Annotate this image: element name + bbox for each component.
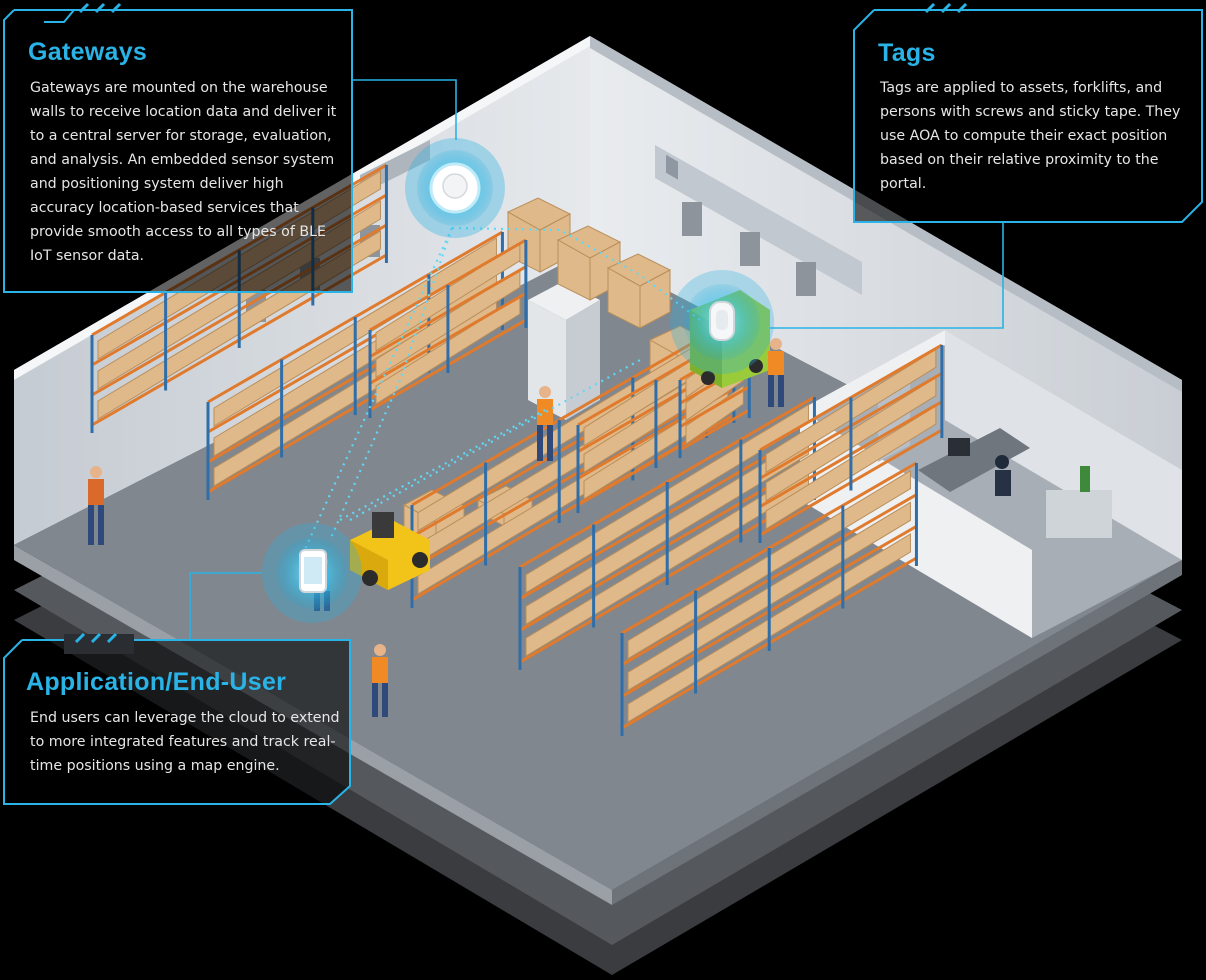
- rack: [518, 395, 816, 670]
- signal-lines: [298, 226, 701, 561]
- tag-device-icon: [670, 270, 774, 374]
- panel-frame: [3, 632, 351, 805]
- pillar: [528, 282, 600, 420]
- back-wall-window-band: [655, 145, 862, 295]
- rack-beam: [679, 385, 751, 428]
- gateway-device-icon: [405, 138, 505, 238]
- rack: [758, 343, 944, 543]
- tags-panel: Tags Tags are applied to assets, forklif…: [852, 2, 1206, 224]
- panel-frame: [853, 2, 1203, 223]
- application-panel: Application/End-User End users can lever…: [2, 632, 354, 808]
- forklift-yellow: [350, 512, 430, 590]
- worker: [372, 644, 388, 717]
- gateways-description: Gateways are mounted on the warehouse wa…: [30, 80, 337, 264]
- gateways-panel: Gateways Gateways are mounted on the war…: [2, 2, 356, 296]
- gateways-title: Gateways: [28, 38, 148, 66]
- worker: [537, 386, 553, 461]
- rack: [620, 461, 918, 736]
- rack: [368, 238, 528, 418]
- panel-frame: [3, 2, 353, 293]
- leader-lines: [189, 79, 1004, 640]
- rack-beam: [679, 408, 751, 452]
- rack-boxes: [685, 385, 744, 445]
- worker: [88, 466, 104, 545]
- tags-title: Tags: [878, 39, 936, 67]
- application-title: Application/End-User: [26, 668, 287, 696]
- application-description: End users can leverage the cloud to exte…: [30, 710, 340, 774]
- floor-edge-right: [612, 560, 1182, 905]
- worker: [768, 338, 784, 407]
- tags-description: Tags are applied to assets, forklifts, a…: [880, 80, 1181, 192]
- smartphone-icon: [262, 523, 362, 623]
